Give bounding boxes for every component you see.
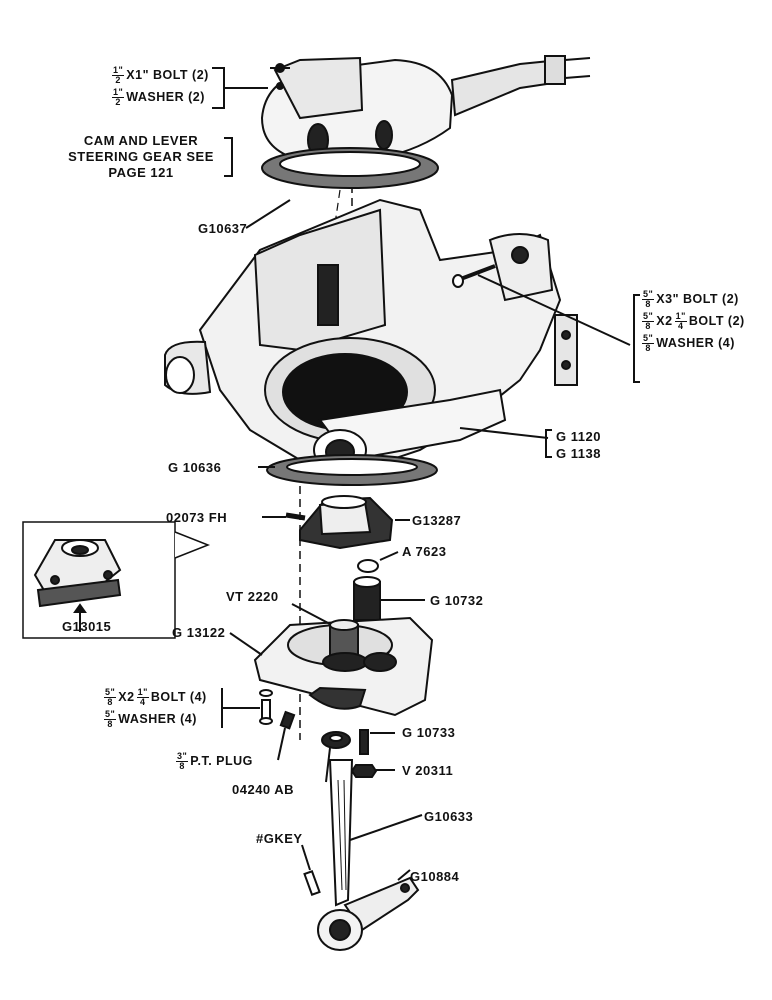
top-bolt-spec: 1"2 X1" BOLT (2) 1"2 WASHER (2) [112, 64, 209, 108]
part-label-g13287: G13287 [412, 513, 462, 528]
lower-washer-row: 5"8 WASHER (4) [104, 708, 197, 729]
top-bolt-label: X1" BOLT (2) [126, 67, 209, 82]
part-label-04240ab: 04240 AB [232, 782, 295, 797]
part-label-02073fh: 02073 FH [166, 510, 228, 525]
lower-bolt-spec: 5"8 X2 1"4 BOLT (4) 5"8 WASHER (4) [104, 686, 207, 730]
part-label-g13122: G 13122 [172, 625, 226, 640]
top-washer-row: 1"2 WASHER (2) [112, 86, 205, 107]
top-bolt-row: 1"2 X1" BOLT (2) [112, 64, 209, 86]
steering-gear-housing [260, 55, 591, 162]
steering-gear-note: CAM AND LEVER STEERING GEAR SEE PAGE 121 [68, 133, 214, 180]
pt-plug-label: P.T. PLUG [190, 753, 253, 768]
part-label-g10637: G10637 [198, 221, 248, 236]
right-bolt-2q-row: 5"8 X2 1"4 BOLT (2) [642, 310, 745, 331]
right-washer-row: 5"8 WASHER (4) [642, 332, 735, 353]
lower-bolt-row: 5"8 X2 1"4 BOLT (4) [104, 686, 207, 707]
part-label-g1138: G 1138 [556, 446, 601, 461]
inset-detail-g13015 [22, 521, 211, 639]
part-label-g10884: G10884 [410, 869, 460, 884]
right-bolt-3in-row: 5"8 X3" BOLT (2) [642, 288, 739, 309]
part-label-v20311: V 20311 [402, 763, 454, 778]
part-label-g10733: G 10733 [402, 725, 456, 740]
part-label-vt2220: VT 2220 [226, 589, 279, 604]
part-label-g13015: G13015 [62, 619, 112, 634]
frame-bracket [164, 198, 578, 472]
part-label-g10636: G 10636 [168, 460, 222, 475]
half-inch-fraction: 1"2 [112, 64, 125, 85]
top-washer-label: WASHER (2) [126, 89, 205, 104]
part-label-g10732: G 10732 [430, 593, 484, 608]
part-label-g1120: G 1120 [556, 429, 601, 444]
part-label-g10633: G10633 [424, 809, 474, 824]
part-label-gkey: #GKEY [256, 831, 303, 846]
right-bolt-spec: 5"8 X3" BOLT (2) 5"8 X2 1"4 BOLT (2) 5"8… [642, 288, 745, 354]
part-label-a7623: A 7623 [402, 544, 447, 559]
pt-plug-spec: 3"8 P.T. PLUG [176, 750, 253, 771]
